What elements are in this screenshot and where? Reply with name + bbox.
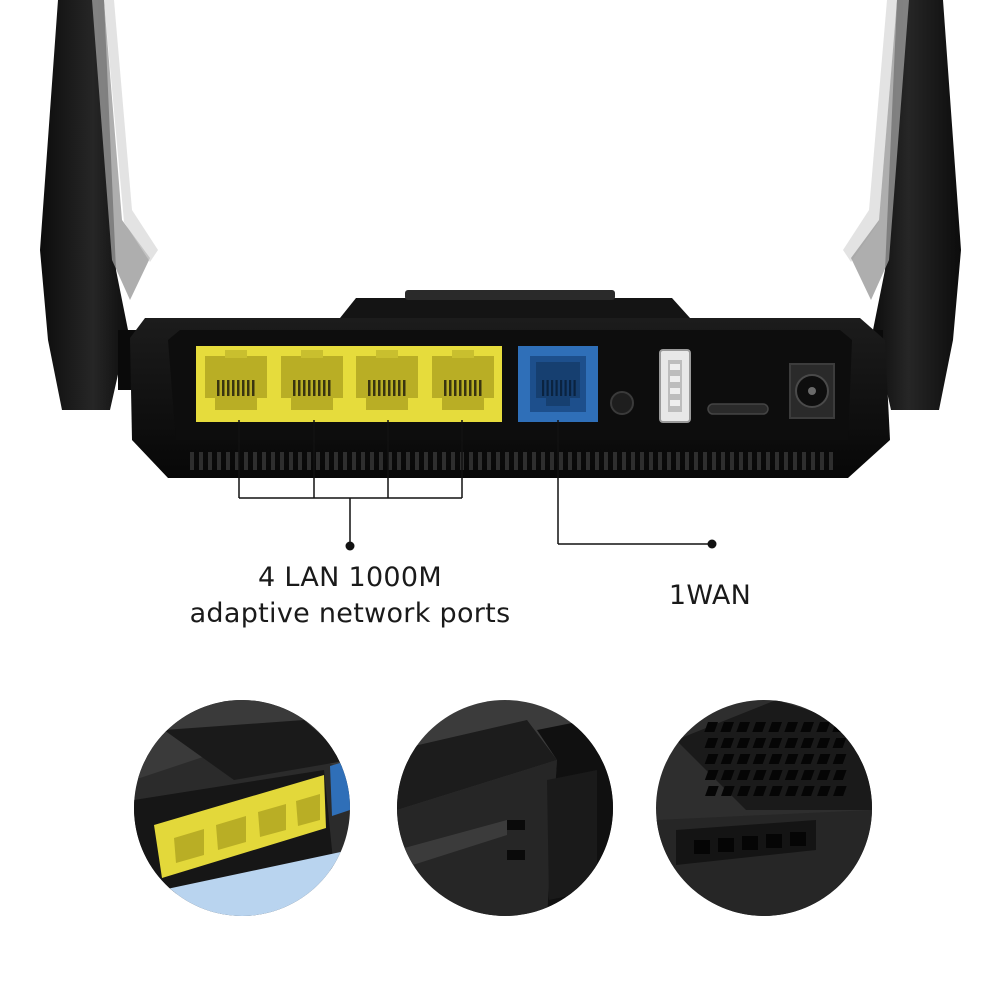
vent-slot	[415, 452, 419, 470]
vent-slot	[676, 452, 680, 470]
vent-slot	[631, 452, 635, 470]
vent-slot	[379, 452, 383, 470]
vent-slot	[559, 452, 563, 470]
vent-slot	[748, 452, 752, 470]
vent-slot	[397, 452, 401, 470]
vent-slot	[694, 452, 698, 470]
vent-slot	[199, 452, 203, 470]
vent-slot	[235, 452, 239, 470]
vent-slot	[622, 452, 626, 470]
vent-slot	[595, 452, 599, 470]
detail-lan-closeup	[134, 700, 350, 916]
vent-slot	[532, 452, 536, 470]
vent-slot	[829, 452, 833, 470]
vent-slot	[352, 452, 356, 470]
vent-slot	[730, 452, 734, 470]
vent-slot	[244, 452, 248, 470]
lan-ports-label: 4 LAN 1000M adaptive network ports	[150, 560, 550, 632]
vent-slot	[298, 452, 302, 470]
reset-button	[610, 391, 634, 415]
vent-slot	[280, 452, 284, 470]
vent-slot	[685, 452, 689, 470]
vent-slot	[451, 452, 455, 470]
vent-slot	[640, 452, 644, 470]
vent-slot	[541, 452, 545, 470]
vent-slot	[658, 452, 662, 470]
vent-slot	[433, 452, 437, 470]
vent-slot	[226, 452, 230, 470]
vent-slot	[613, 452, 617, 470]
vent-slot	[253, 452, 257, 470]
vent-slot	[496, 452, 500, 470]
vent-slot	[577, 452, 581, 470]
vent-slot	[388, 452, 392, 470]
vent-slot	[361, 452, 365, 470]
lan-port-block	[196, 346, 502, 422]
lan-port-4	[432, 350, 494, 410]
vent-slot	[802, 452, 806, 470]
vent-slot	[649, 452, 653, 470]
vent-slot	[586, 452, 590, 470]
router-top-housing	[340, 290, 690, 318]
vent-slot	[343, 452, 347, 470]
vent-slot	[820, 452, 824, 470]
vent-slot	[523, 452, 527, 470]
vent-slot	[478, 452, 482, 470]
lan-callout-dot	[345, 541, 355, 551]
wan-callout-dot	[707, 539, 717, 549]
vent-slot	[262, 452, 266, 470]
vent-slot	[550, 452, 554, 470]
lan-port-3	[356, 350, 418, 410]
wan-port-label: 1WAN	[668, 580, 752, 611]
vent-slot	[766, 452, 770, 470]
lan-port-1	[205, 350, 267, 410]
wan-port	[518, 346, 598, 422]
vent-slot	[712, 452, 716, 470]
vent-slot	[811, 452, 815, 470]
vent-slot	[505, 452, 509, 470]
vent-slot	[775, 452, 779, 470]
lan-label-line1: 4 LAN 1000M	[258, 562, 442, 593]
vent-slot	[568, 452, 572, 470]
vent-slot	[334, 452, 338, 470]
vent-slot	[667, 452, 671, 470]
detail-antenna-hinge	[397, 700, 613, 916]
vent-slot	[406, 452, 410, 470]
vent-slot	[757, 452, 761, 470]
vent-slot	[784, 452, 788, 470]
vent-slot	[487, 452, 491, 470]
vent-slot	[289, 452, 293, 470]
vent-slot	[316, 452, 320, 470]
vent-slot	[271, 452, 275, 470]
vent-slot	[703, 452, 707, 470]
vent-slot	[721, 452, 725, 470]
lan-port-2	[281, 350, 343, 410]
vent-slot	[190, 452, 194, 470]
vent-slot	[739, 452, 743, 470]
sd-card-slot	[707, 403, 769, 415]
wan-callout-lines	[557, 420, 712, 545]
usb-port	[659, 349, 691, 423]
vent-slot	[325, 452, 329, 470]
dc-power-jack	[789, 363, 835, 419]
vent-slot	[604, 452, 608, 470]
detail-vent-grille	[656, 700, 872, 916]
vent-slot	[217, 452, 221, 470]
vent-slot	[514, 452, 518, 470]
vent-slot	[793, 452, 797, 470]
lan-label-line2: adaptive network ports	[189, 598, 511, 629]
vent-slot	[307, 452, 311, 470]
vent-slot	[442, 452, 446, 470]
vent-slot	[370, 452, 374, 470]
vent-slot	[208, 452, 212, 470]
vent-slot	[424, 452, 428, 470]
vent-slot	[469, 452, 473, 470]
lan-callout-lines	[238, 420, 463, 546]
vent-slots	[190, 452, 833, 470]
